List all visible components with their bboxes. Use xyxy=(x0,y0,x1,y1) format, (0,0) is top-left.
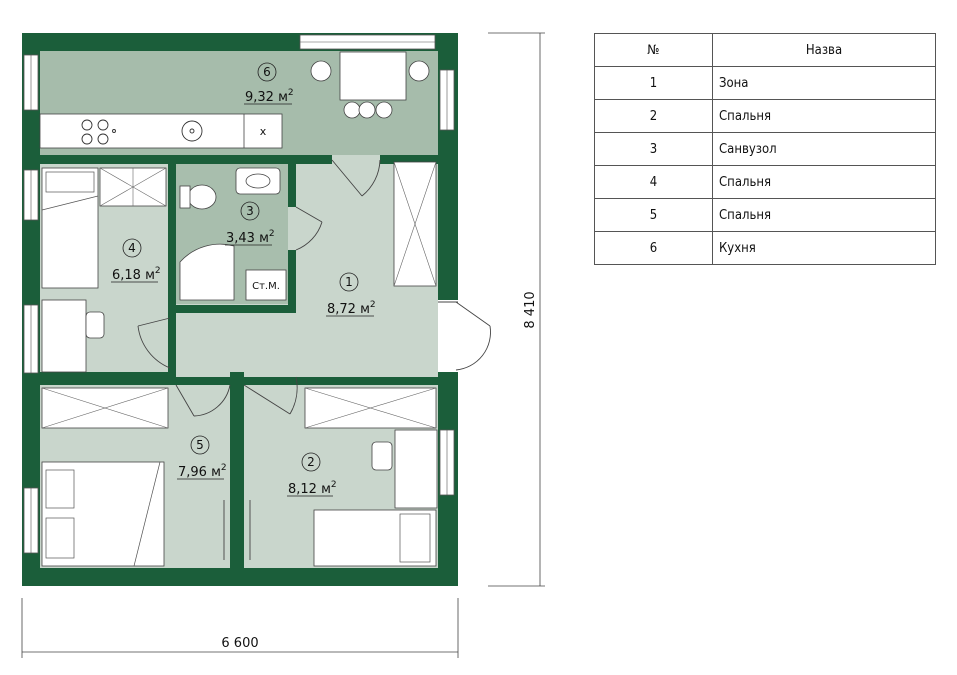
beds xyxy=(41,167,437,567)
fridge-label: x xyxy=(260,125,267,138)
utility-label: Ст.М. xyxy=(252,281,280,292)
width-dimension-label: 6 600 xyxy=(221,636,258,651)
kitchen-sink-icon xyxy=(181,120,203,142)
desks xyxy=(41,299,438,509)
height-dimension xyxy=(488,32,545,587)
legend-row-num: 6 xyxy=(594,231,713,265)
interior-door-swings xyxy=(137,159,381,560)
dining-table xyxy=(310,51,430,119)
room-labels xyxy=(122,62,359,472)
legend-header-name: Назва xyxy=(712,33,936,67)
room-1-area: 8,72 м2 xyxy=(327,300,376,317)
legend-row-num: 2 xyxy=(594,99,713,133)
legend-row: 6 Кухня xyxy=(594,231,936,265)
room-2-number: 2 xyxy=(307,455,315,469)
legend-header-num: № xyxy=(594,33,713,67)
entrance-opening xyxy=(438,300,458,372)
room-4-number: 4 xyxy=(128,241,136,255)
interior-walls xyxy=(40,155,438,568)
legend-row-num: 5 xyxy=(594,198,713,232)
kitchen-counter xyxy=(39,113,283,149)
room-5-area: 7,96 м2 xyxy=(178,463,227,480)
legend-row-num: 4 xyxy=(594,165,713,199)
legend-row-name: Спальня xyxy=(712,99,936,133)
legend-row-name: Кухня xyxy=(712,231,936,265)
legend-row: 5 Спальня xyxy=(594,198,936,232)
window-glass-lines xyxy=(30,41,448,553)
room-6-number: 6 xyxy=(263,65,271,79)
legend-row-name: Санвузол xyxy=(712,132,936,166)
entrance-door xyxy=(438,301,491,371)
legend-row: 1 Зона xyxy=(594,66,936,100)
stove-icon xyxy=(81,119,116,145)
room-5-number: 5 xyxy=(196,438,204,452)
legend-row-num: 1 xyxy=(594,66,713,100)
legend-header-row: № Назва xyxy=(594,33,936,67)
room-6-area: 9,32 м2 xyxy=(245,88,294,105)
legend-row: 3 Санвузол xyxy=(594,132,936,166)
bed-pillows xyxy=(41,171,431,567)
room-4-area: 6,18 м2 xyxy=(112,266,161,283)
room-3-area: 3,43 м2 xyxy=(226,229,275,246)
width-dimension xyxy=(21,598,459,658)
room-3-number: 3 xyxy=(246,204,254,218)
legend-row-name: Зона xyxy=(712,66,936,100)
bathroom-fixtures xyxy=(179,167,287,301)
room-2-area: 8,12 м2 xyxy=(288,480,337,497)
height-dimension-label: 8 410 xyxy=(523,291,538,328)
wardrobe-crosses xyxy=(41,161,437,429)
legend-row: 4 Спальня xyxy=(594,165,936,199)
legend-row-num: 3 xyxy=(594,132,713,166)
room-1-number: 1 xyxy=(345,275,353,289)
legend-row: 2 Спальня xyxy=(594,99,936,133)
legend-row-name: Спальня xyxy=(712,165,936,199)
area-underlines xyxy=(111,103,374,497)
legend-row-name: Спальня xyxy=(712,198,936,232)
desk-chairs xyxy=(85,311,393,471)
room-legend-table: № Назва 1 Зона 2 Спальня 3 Санвузол 4 Сп… xyxy=(594,33,936,265)
